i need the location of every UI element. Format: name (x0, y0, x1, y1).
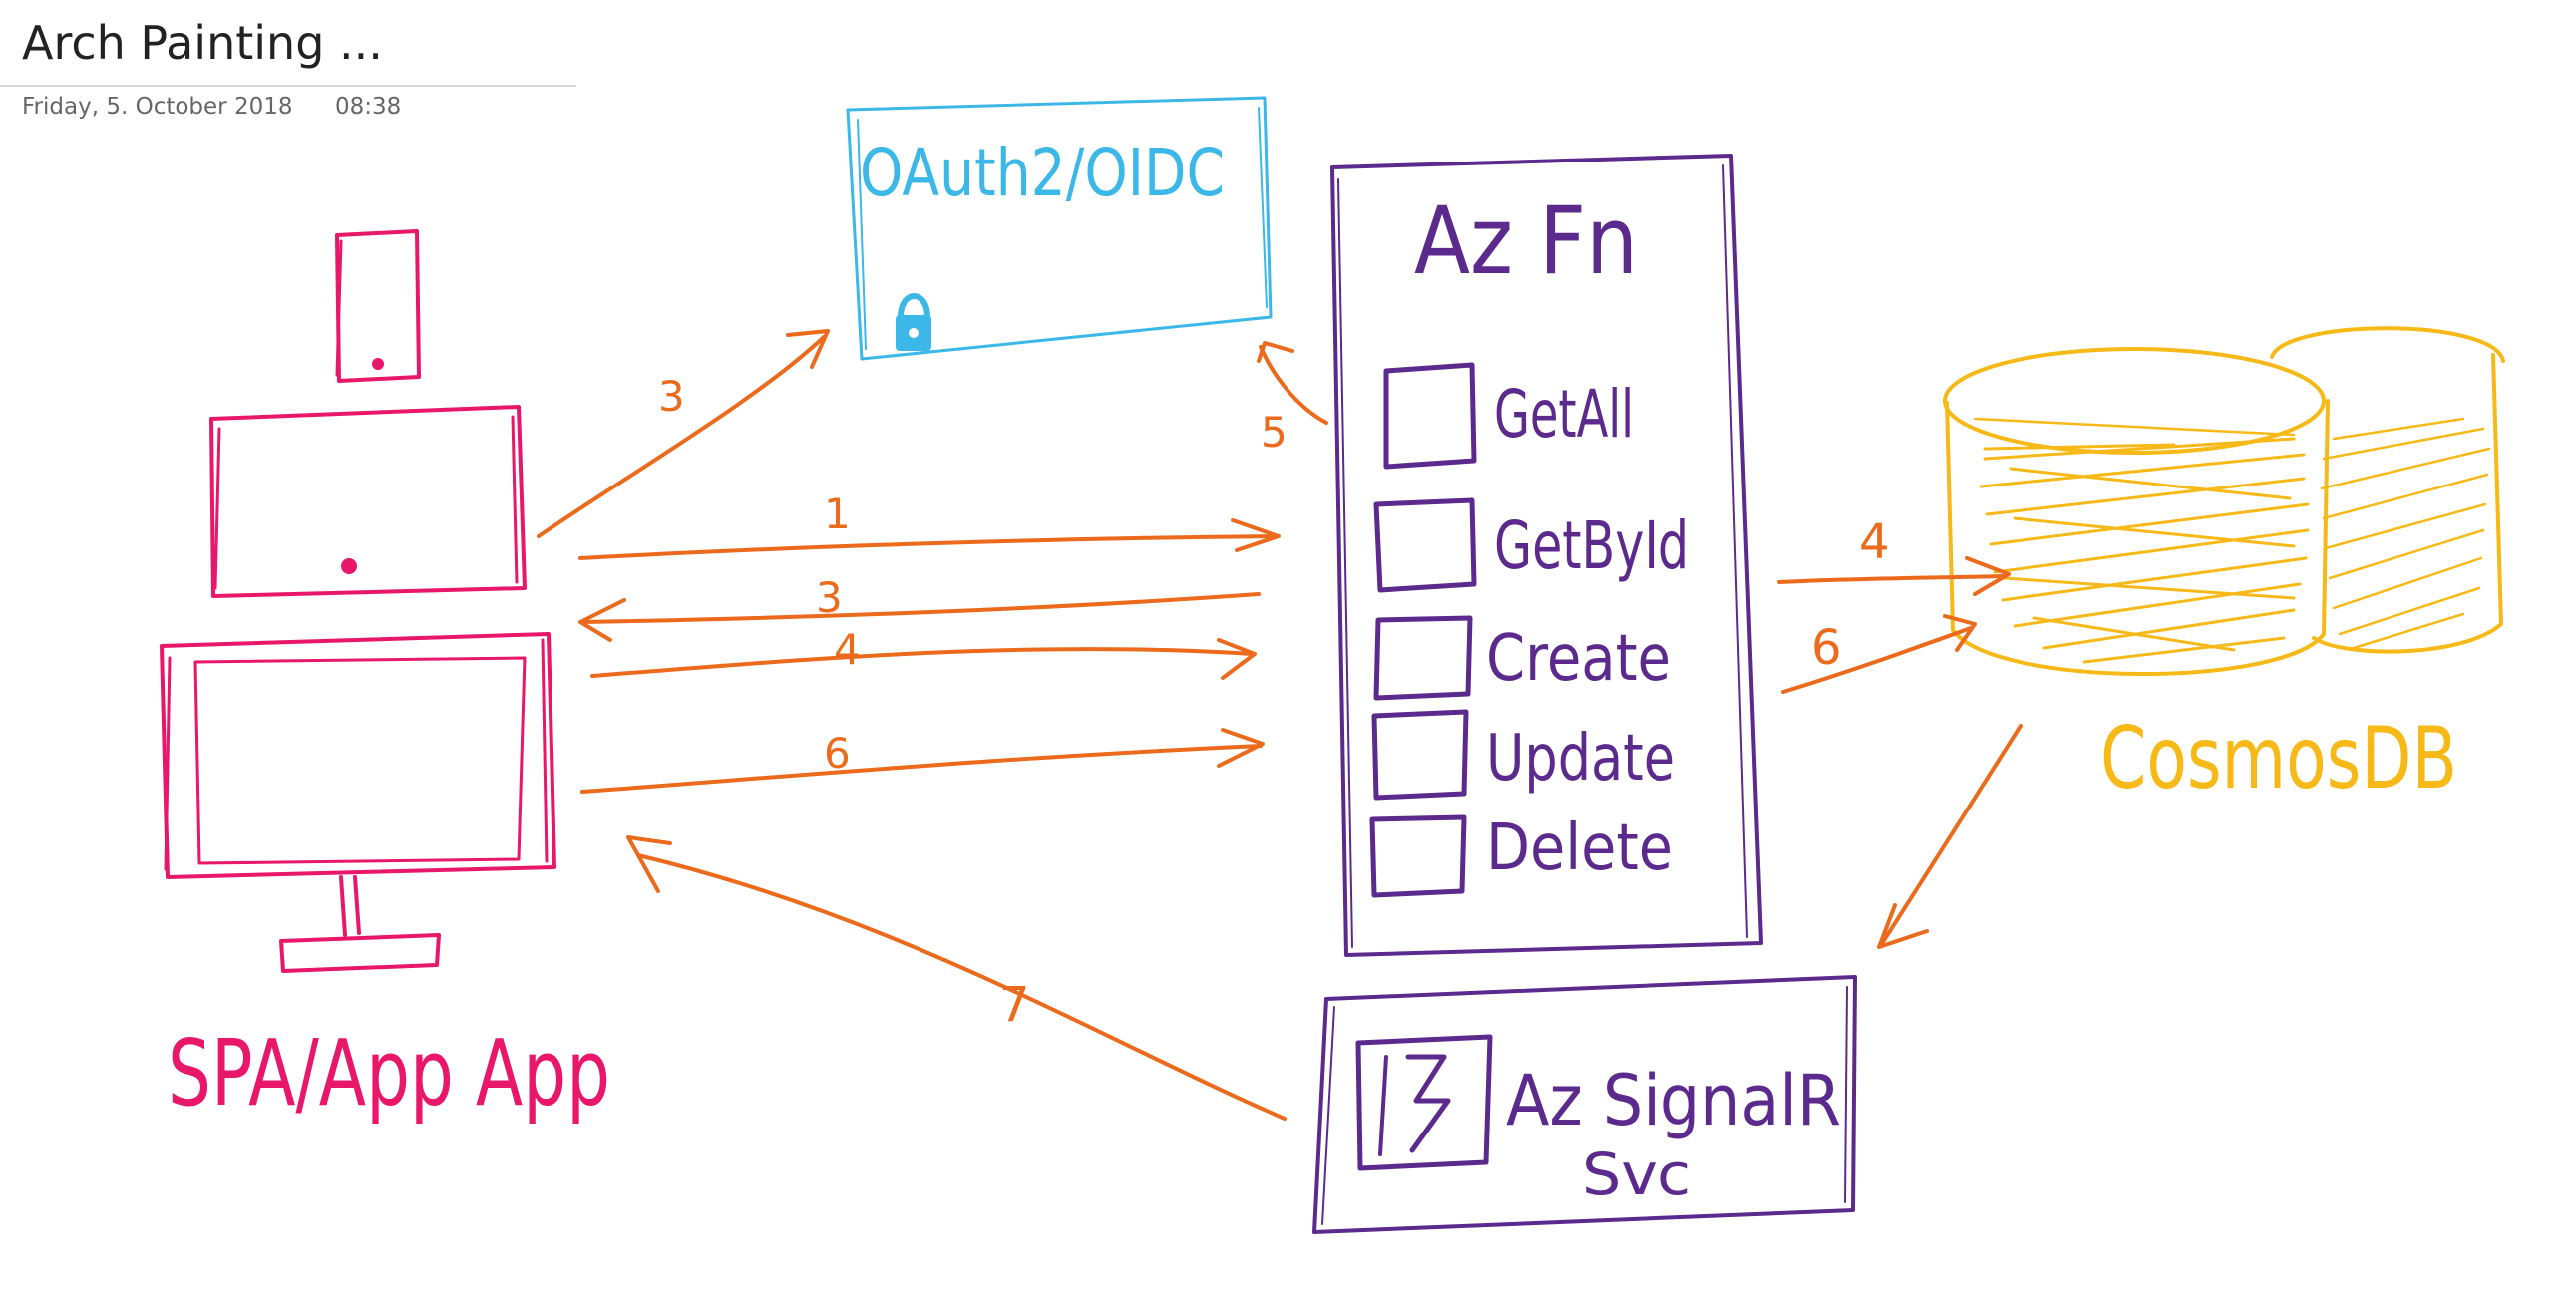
function-label-update: Update (1486, 722, 1675, 796)
flow-db-to-signalr (1877, 724, 2023, 949)
flow-client-to-auth (537, 329, 830, 538)
database-icon (1943, 326, 2505, 676)
function-title: Az Fn (1414, 187, 1638, 296)
auth-box[interactable] (846, 96, 1273, 361)
function-label-getall: GetAll (1494, 376, 1634, 453)
flow-fn-to-db-update (1781, 614, 1977, 694)
phone-icon (335, 229, 421, 383)
monitor-icon (160, 632, 556, 973)
flow-label-fn-to-client: 3 (816, 573, 843, 622)
flow-client-to-fn (578, 518, 1281, 560)
lock-icon (896, 293, 931, 351)
flow-signalr-to-client (626, 835, 1287, 1121)
tablet-icon (209, 405, 527, 598)
flow-label-fn-to-db-update: 6 (1811, 620, 1842, 676)
flow-arrows (537, 329, 2023, 1121)
function-label-create: Create (1486, 622, 1671, 696)
client-label: SPA/App App (168, 1020, 610, 1127)
page-date: Friday, 5. October 2018 (22, 94, 293, 120)
database-label: CosmosDB (2100, 709, 2457, 809)
function-checkbox-getall[interactable] (1383, 362, 1477, 470)
flow-client-to-fn-update (580, 728, 1265, 794)
flow-label-client-to-fn: 1 (824, 489, 851, 538)
flow-fn-to-client (578, 592, 1261, 642)
page-header: Arch Painting ... Friday, 5. October 201… (0, 0, 578, 130)
function-checkbox-getbyid[interactable] (1373, 497, 1477, 593)
flow-label-client-to-fn-update: 6 (824, 729, 851, 778)
lightning-icon (1355, 1034, 1493, 1171)
title-divider (0, 85, 576, 87)
signalr-subtitle: Svc (1582, 1140, 1691, 1208)
flow-label-auth-to-fn: 5 (1261, 408, 1288, 457)
signalr-title: Az SignalR (1506, 1060, 1841, 1141)
flow-label-client-to-auth: 3 (658, 372, 685, 421)
flow-fn-to-db-create (1777, 556, 2011, 596)
diagram-labels: OAuth2/OIDC Az Fn GetAll GetById Create … (168, 135, 2457, 1208)
flow-auth-to-fn (1257, 341, 1328, 425)
flow-label-client-to-fn-create: 4 (834, 625, 861, 674)
function-checkbox-create[interactable] (1373, 615, 1473, 701)
page-time: 08:38 (335, 94, 402, 120)
client-devices (160, 229, 556, 973)
function-box[interactable] (1330, 154, 1763, 957)
flow-client-to-fn-create (590, 638, 1257, 680)
signalr-box[interactable] (1312, 975, 1857, 1234)
flow-label-fn-to-db-create: 4 (1859, 514, 1890, 570)
function-checkbox-delete[interactable] (1369, 814, 1467, 898)
flow-label-signalr-to-client: 7 (999, 977, 1030, 1033)
auth-label: OAuth2/OIDC (860, 135, 1225, 211)
function-label-getbyid: GetById (1494, 507, 1689, 584)
function-label-delete: Delete (1486, 811, 1673, 885)
page-title[interactable]: Arch Painting ... (22, 16, 383, 70)
function-checkbox-update[interactable] (1371, 709, 1469, 801)
